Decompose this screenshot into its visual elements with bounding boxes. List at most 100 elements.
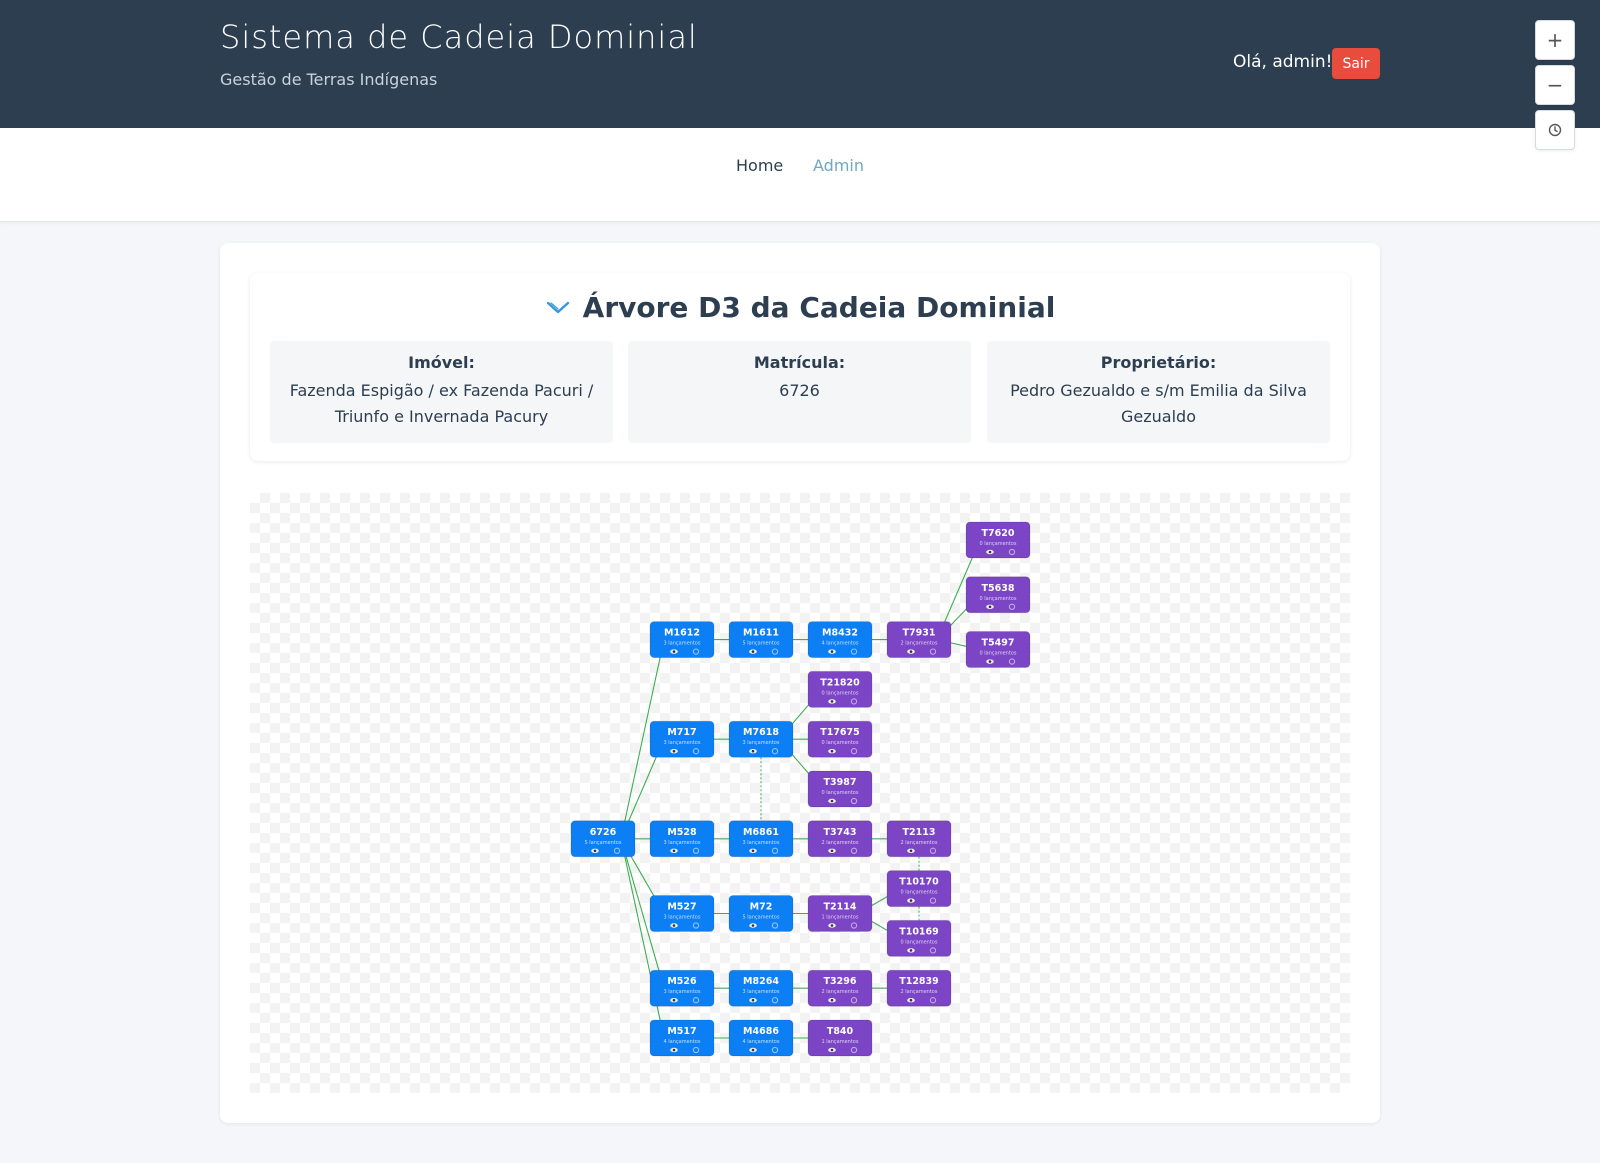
tree-node-box[interactable] bbox=[728, 820, 794, 858]
eye-icon[interactable] bbox=[907, 898, 915, 903]
tree-node-box[interactable] bbox=[649, 1019, 715, 1057]
gear-icon[interactable] bbox=[929, 947, 937, 954]
eye-icon[interactable] bbox=[749, 649, 757, 654]
nav-admin-link[interactable]: Admin bbox=[813, 156, 864, 175]
eye-icon[interactable] bbox=[986, 549, 994, 555]
tree-node-box[interactable] bbox=[649, 720, 715, 758]
eye-icon[interactable] bbox=[828, 1047, 836, 1053]
zoom-in-button[interactable]: + bbox=[1535, 20, 1575, 60]
tree-node-box[interactable] bbox=[728, 895, 794, 932]
eye-icon[interactable] bbox=[749, 998, 757, 1003]
eye-icon[interactable] bbox=[749, 848, 757, 853]
eye-icon[interactable] bbox=[670, 1047, 678, 1053]
tree-node-box[interactable] bbox=[886, 820, 952, 858]
gear-icon[interactable] bbox=[771, 648, 779, 655]
tree-node-box[interactable] bbox=[649, 969, 715, 1007]
eye-icon[interactable] bbox=[670, 749, 678, 754]
tree-node-box[interactable] bbox=[965, 576, 1031, 614]
tree-node-box[interactable] bbox=[570, 820, 636, 858]
eye-icon[interactable] bbox=[828, 749, 836, 754]
chevron-down-icon[interactable] bbox=[545, 298, 571, 318]
gear-icon[interactable] bbox=[771, 748, 779, 755]
eye-icon[interactable] bbox=[828, 998, 836, 1003]
nav-home-link[interactable]: Home bbox=[736, 156, 784, 175]
gear-icon[interactable] bbox=[850, 748, 858, 755]
gear-icon[interactable] bbox=[692, 847, 700, 854]
gear-icon[interactable] bbox=[692, 648, 700, 655]
gear-icon[interactable] bbox=[929, 997, 937, 1004]
gear-icon[interactable] bbox=[692, 997, 700, 1004]
gear-icon[interactable] bbox=[1008, 658, 1016, 665]
eye-icon[interactable] bbox=[670, 998, 678, 1003]
eye-icon[interactable] bbox=[749, 1047, 757, 1053]
gear-icon[interactable] bbox=[850, 797, 858, 805]
eye-icon[interactable] bbox=[828, 923, 836, 928]
gear-icon[interactable] bbox=[692, 748, 700, 755]
tree-node-box[interactable] bbox=[807, 770, 873, 808]
tree-node-box[interactable] bbox=[728, 621, 794, 659]
tree-node-box[interactable] bbox=[886, 870, 952, 908]
tree-node-box[interactable] bbox=[649, 621, 715, 659]
gear-icon[interactable] bbox=[850, 922, 858, 929]
eye-icon[interactable] bbox=[828, 848, 836, 853]
eye-icon[interactable] bbox=[907, 998, 915, 1003]
tree-node-box[interactable] bbox=[807, 670, 873, 708]
tree-node-box[interactable] bbox=[807, 969, 873, 1007]
tree-node-box[interactable] bbox=[965, 521, 1031, 559]
tree-node-box[interactable] bbox=[807, 1019, 873, 1057]
gear-icon[interactable] bbox=[850, 648, 858, 655]
eye-icon[interactable] bbox=[907, 649, 915, 654]
gear-icon[interactable] bbox=[771, 997, 779, 1004]
gear-icon[interactable] bbox=[850, 1046, 858, 1054]
tree-node-box[interactable] bbox=[649, 820, 715, 858]
tree-node-box[interactable] bbox=[807, 621, 873, 659]
gear-icon[interactable] bbox=[613, 847, 621, 854]
gear-icon[interactable] bbox=[1008, 548, 1016, 556]
tree-node-box[interactable] bbox=[886, 621, 952, 659]
eye-icon[interactable] bbox=[986, 604, 994, 609]
tree-node-box[interactable] bbox=[965, 631, 1031, 669]
gear-icon[interactable] bbox=[929, 897, 937, 904]
eye-icon[interactable] bbox=[670, 848, 678, 853]
gear-icon[interactable] bbox=[771, 847, 779, 854]
gear-icon[interactable] bbox=[929, 648, 937, 655]
eye-icon[interactable] bbox=[670, 649, 678, 654]
eye-icon[interactable] bbox=[670, 923, 678, 928]
zoom-out-button[interactable]: − bbox=[1535, 65, 1575, 105]
gear-icon[interactable] bbox=[850, 698, 858, 705]
tree-node-box[interactable] bbox=[807, 895, 873, 932]
eye-icon[interactable] bbox=[907, 848, 915, 853]
tree-node-box[interactable] bbox=[807, 720, 873, 758]
eye-icon[interactable] bbox=[907, 948, 915, 953]
gear-icon[interactable] bbox=[850, 997, 858, 1004]
gear-icon[interactable] bbox=[771, 922, 779, 929]
eye-icon[interactable] bbox=[828, 798, 836, 804]
eye-icon[interactable] bbox=[986, 659, 994, 664]
eye-icon[interactable] bbox=[749, 923, 757, 928]
tree-node-box[interactable] bbox=[728, 720, 794, 758]
tree-node-box[interactable] bbox=[886, 969, 952, 1007]
